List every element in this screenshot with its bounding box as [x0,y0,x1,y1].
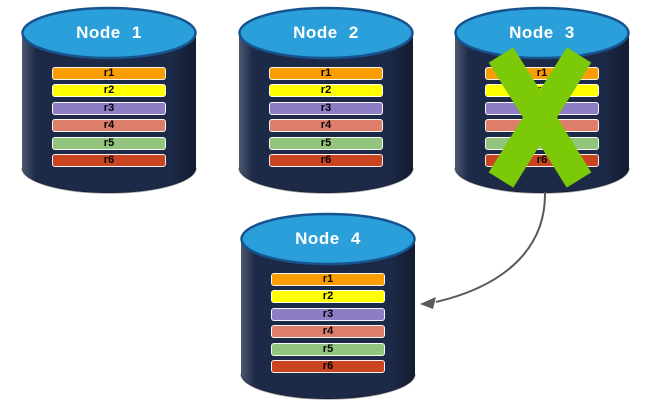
replica-label: r1 [322,273,334,285]
cylinder-bottom-edge [21,167,197,194]
node-title: Node 3 [509,23,575,42]
replica-label: r2 [320,84,332,97]
arrow-curve [435,191,547,303]
replica-label: r4 [536,119,548,132]
replica-bar-r4: r4 [52,119,166,133]
replica-bar-r6: r6 [52,153,166,167]
replica-label: r1 [320,67,332,79]
replica-label: r2 [536,84,548,97]
arrow-head-icon [420,297,436,309]
replica-label: r6 [103,153,115,166]
replica-bar-r3: r3 [52,101,166,115]
replica-label: r4 [103,119,115,132]
replica-label: r5 [322,342,334,355]
cylinder-top [238,6,414,60]
cylinder-top [240,212,416,266]
replica-list: r1 r2 r3 r4 r5 r6 [485,67,599,167]
replica-label: r2 [103,84,115,97]
node-title: Node 2 [293,23,359,42]
replica-label: r4 [320,119,332,132]
replica-bar-r6: r6 [269,153,383,167]
cylinder-bottom-edge [240,373,416,400]
replica-bar-r1: r1 [52,67,166,80]
replica-bar-r3: r3 [485,101,599,115]
replica-list: r1 r2 r3 r4 r5 r6 [269,67,383,167]
replica-label: r3 [536,101,548,114]
replica-bar-r4: r4 [269,119,383,133]
node-4: Node 4 r1 r2 r3 r4 r5 r6 [239,211,417,401]
replica-label: r3 [320,101,332,114]
replica-label: r5 [103,136,115,149]
replica-bar-r1: r1 [485,67,599,80]
replica-label: r6 [536,153,548,166]
replica-label: r3 [322,307,334,320]
replica-bar-r4: r4 [271,325,385,339]
node-3: Node 3 r1 r2 r3 r4 r5 r6 [453,5,631,195]
replica-bar-r6: r6 [271,359,385,373]
replica-bar-r6: r6 [485,153,599,167]
replica-bar-r5: r5 [269,136,383,150]
replica-bar-r5: r5 [485,136,599,150]
replica-label: r6 [322,359,334,372]
node-2: Node 2 r1 r2 r3 r4 r5 r6 [237,5,415,195]
replica-bar-r2: r2 [271,290,385,304]
replica-list: r1 r2 r3 r4 r5 r6 [52,67,166,167]
replica-label: r3 [103,101,115,114]
replica-bar-r3: r3 [271,307,385,321]
cylinder-bottom-edge [238,167,414,194]
replica-bar-r2: r2 [485,84,599,98]
replica-bar-r1: r1 [271,273,385,286]
replica-bar-r4: r4 [485,119,599,133]
replica-label: r1 [536,67,548,79]
replica-label: r1 [103,67,115,79]
node-1: Node 1 r1 r2 r3 r4 r5 r6 [20,5,198,195]
replica-label: r2 [322,290,334,303]
node-title: Node 4 [295,229,361,248]
node-title: Node 1 [76,23,142,42]
replica-bar-r2: r2 [52,84,166,98]
replica-bar-r2: r2 [269,84,383,98]
replica-bar-r5: r5 [52,136,166,150]
replica-label: r6 [320,153,332,166]
replica-label: r4 [322,325,334,338]
replica-list: r1 r2 r3 r4 r5 r6 [271,273,385,373]
cylinder-top [21,6,197,60]
replica-label: r5 [536,136,548,149]
replica-label: r5 [320,136,332,149]
replica-bar-r1: r1 [269,67,383,80]
replica-bar-r5: r5 [271,342,385,356]
replica-bar-r3: r3 [269,101,383,115]
